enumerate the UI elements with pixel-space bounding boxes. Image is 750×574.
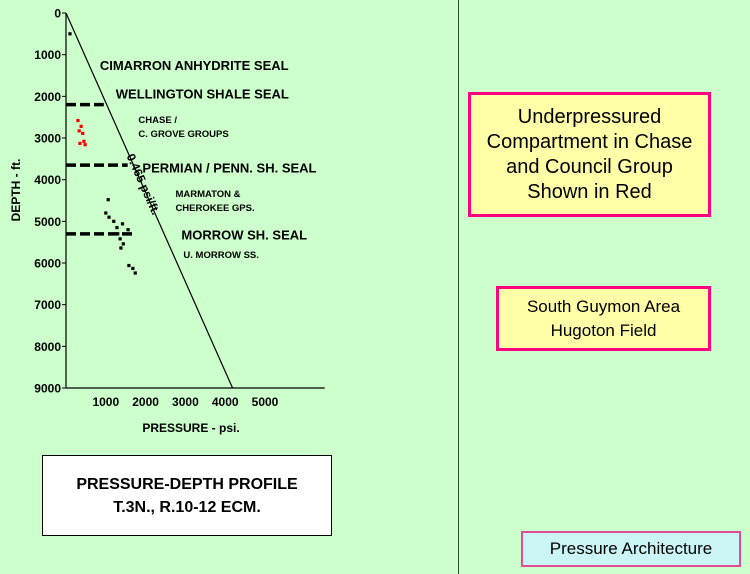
chart-caption-box: PRESSURE-DEPTH PROFILE T.3N., R.10-12 EC… (42, 455, 332, 536)
data-point (82, 139, 86, 143)
data-point (83, 143, 87, 147)
caption-title: PRESSURE-DEPTH PROFILE (76, 475, 298, 493)
y-tick-label: 8000 (34, 340, 61, 354)
zone-label: C. GROVE GROUPS (138, 129, 228, 140)
zone-label: CHASE / (138, 115, 177, 126)
data-point (106, 198, 110, 202)
y-tick-label: 1000 (34, 48, 61, 62)
data-point (116, 232, 120, 236)
x-tick-label: 5000 (252, 395, 279, 409)
data-point (121, 242, 125, 246)
zone-label: U. MORROW SS. (183, 250, 258, 261)
data-point (81, 131, 85, 136)
footer-label-box: Pressure Architecture (521, 531, 741, 567)
y-tick-label: 7000 (34, 298, 61, 312)
callout-line-3: and Council Group (506, 155, 673, 178)
seal-label: MORROW SH. SEAL (181, 227, 307, 242)
data-point (107, 215, 111, 219)
seal-label: WELLINGTON SHALE SEAL (116, 86, 289, 101)
data-point (133, 271, 137, 275)
data-point (79, 124, 83, 128)
y-tick-label: 6000 (34, 257, 61, 271)
data-point (77, 129, 81, 133)
x-tick-label: 3000 (172, 395, 199, 409)
caption-location: T.3N., R.10-12 ECM. (113, 498, 261, 516)
zone-label: CHEROKEE GPS. (175, 203, 254, 214)
data-point (115, 226, 119, 230)
data-point (104, 211, 108, 215)
area-name: South Guymon Area (526, 296, 681, 316)
callout-line-1: Underpressured (517, 105, 662, 128)
y-tick-label: 2000 (34, 90, 61, 104)
underpressured-callout: Underpressured Compartment in Chase and … (468, 92, 711, 217)
data-point (112, 219, 116, 223)
field-name: Hugoton Field (550, 320, 657, 340)
y-tick-label: 0 (54, 7, 61, 21)
chart-panel: 0 1000 2000 3000 4000 5000 6000 7000 8000 9000 100… (9, 0, 459, 574)
y-tick-label: 4000 (34, 173, 61, 187)
data-point (76, 118, 80, 123)
x-tick-label: 4000 (212, 395, 239, 409)
x-axis-label: PRESSURE - psi. (142, 421, 239, 435)
y-tick-label: 3000 (34, 132, 61, 146)
data-point (120, 222, 125, 226)
footer-label: Pressure Architecture (549, 539, 713, 558)
data-point (68, 32, 72, 36)
data-point (126, 228, 130, 232)
x-tick-label: 2000 (132, 395, 159, 409)
zone-label: MARMATON & (175, 189, 240, 200)
y-tick-label: 9000 (34, 382, 61, 396)
y-tick-label: 5000 (34, 215, 61, 229)
area-callout: South Guymon Area Hugoton Field (496, 286, 711, 351)
y-axis-label: DEPTH - ft. (9, 159, 23, 222)
callout-line-4: Shown in Red (527, 180, 652, 203)
data-point (119, 246, 123, 250)
data-point (127, 263, 131, 268)
gradient-line (65, 12, 234, 389)
data-point (131, 266, 135, 271)
data-point (118, 237, 122, 241)
seal-label: PERMIAN / PENN. SH. SEAL (142, 161, 316, 176)
data-point (78, 141, 82, 146)
callout-line-2: Compartment in Chase (486, 130, 693, 153)
seal-label: CIMARRON ANHYDRITE SEAL (100, 58, 289, 73)
x-tick-label: 1000 (92, 395, 119, 409)
pressure-depth-chart: 0 1000 2000 3000 4000 5000 6000 7000 8000 9000 100… (9, 7, 325, 435)
